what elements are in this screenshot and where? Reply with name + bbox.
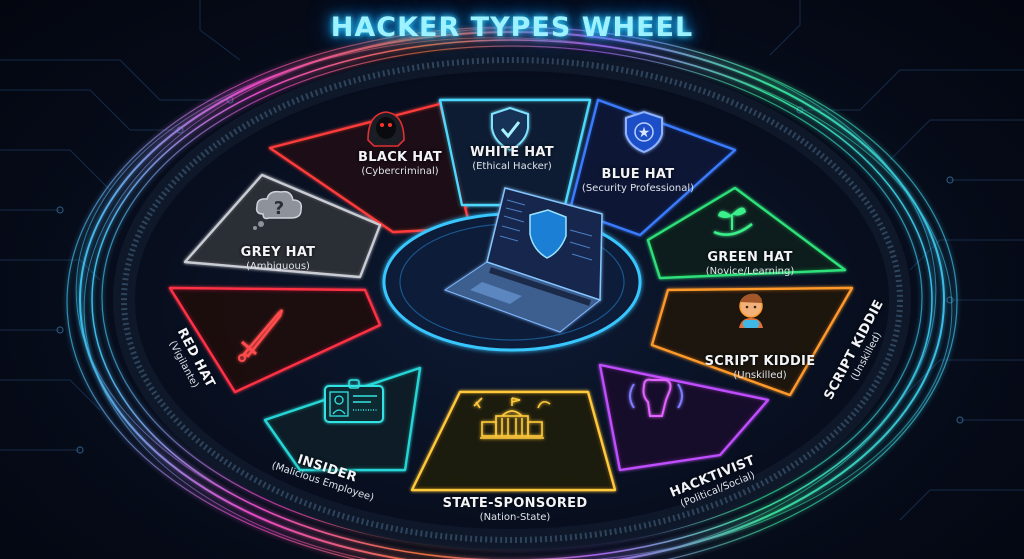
sprout-hand-icon — [713, 207, 753, 236]
segment-name: SCRIPT KIDDIE — [704, 354, 816, 369]
segment-name: GREEN HAT — [707, 250, 793, 265]
police-badge-icon: ★ — [625, 110, 663, 154]
segment-name: BLUE HAT — [601, 167, 675, 182]
label-blue-hat: BLUE HAT (Security Professional) — [568, 168, 708, 194]
segment-desc: (Ethical Hacker) — [472, 160, 552, 172]
segment-desc: (Nation-State) — [479, 511, 551, 523]
segment-red-hat[interactable] — [168, 286, 382, 394]
segment-name: WHITE HAT — [470, 145, 554, 160]
kid-gamepad-icon — [739, 293, 763, 328]
question-cloud-icon: ? — [253, 190, 303, 230]
label-grey-hat: GREY HAT (Ambiguous) — [228, 246, 328, 272]
raised-fist-icon — [629, 378, 683, 417]
capitol-satellite-icon — [473, 397, 551, 439]
segment-desc: (Novice/Learning) — [705, 265, 795, 277]
segment-name: BLACK HAT — [358, 150, 442, 165]
label-green-hat: GREEN HAT (Novice/Learning) — [690, 251, 810, 277]
segment-state-sponsored[interactable] — [410, 390, 617, 492]
segment-desc: (Security Professional) — [581, 182, 695, 194]
segment-desc: (Unskilled) — [733, 369, 787, 381]
segment-hacktivist[interactable] — [598, 363, 770, 472]
id-badge-icon — [324, 379, 384, 423]
sword-icon — [238, 309, 284, 362]
svg-text:★: ★ — [638, 125, 651, 141]
laptop-shield-icon — [443, 187, 603, 333]
shield-check-icon — [491, 106, 529, 152]
page-title: HACKER TYPES WHEEL — [330, 12, 694, 43]
segment-grey-hat[interactable] — [183, 173, 382, 279]
label-black-hat: BLACK HAT (Cybercriminal) — [340, 151, 460, 177]
segment-desc: (Ambiguous) — [246, 260, 310, 272]
segment-blue-hat[interactable] — [568, 98, 737, 237]
segment-green-hat[interactable] — [646, 186, 847, 280]
label-script-kiddie: SCRIPT KIDDIE (Unskilled) — [695, 355, 825, 381]
segment-script-kiddie[interactable] — [650, 286, 854, 397]
label-white-hat: WHITE HAT (Ethical Hacker) — [452, 146, 572, 172]
segment-name: GREY HAT — [240, 245, 316, 260]
hooded-hacker-icon — [367, 111, 405, 147]
label-state-sponsored: STATE-SPONSORED (Nation-State) — [440, 497, 590, 523]
segment-name: STATE-SPONSORED — [442, 496, 588, 511]
segment-desc: (Cybercriminal) — [361, 165, 439, 177]
svg-text:?: ? — [274, 198, 284, 219]
